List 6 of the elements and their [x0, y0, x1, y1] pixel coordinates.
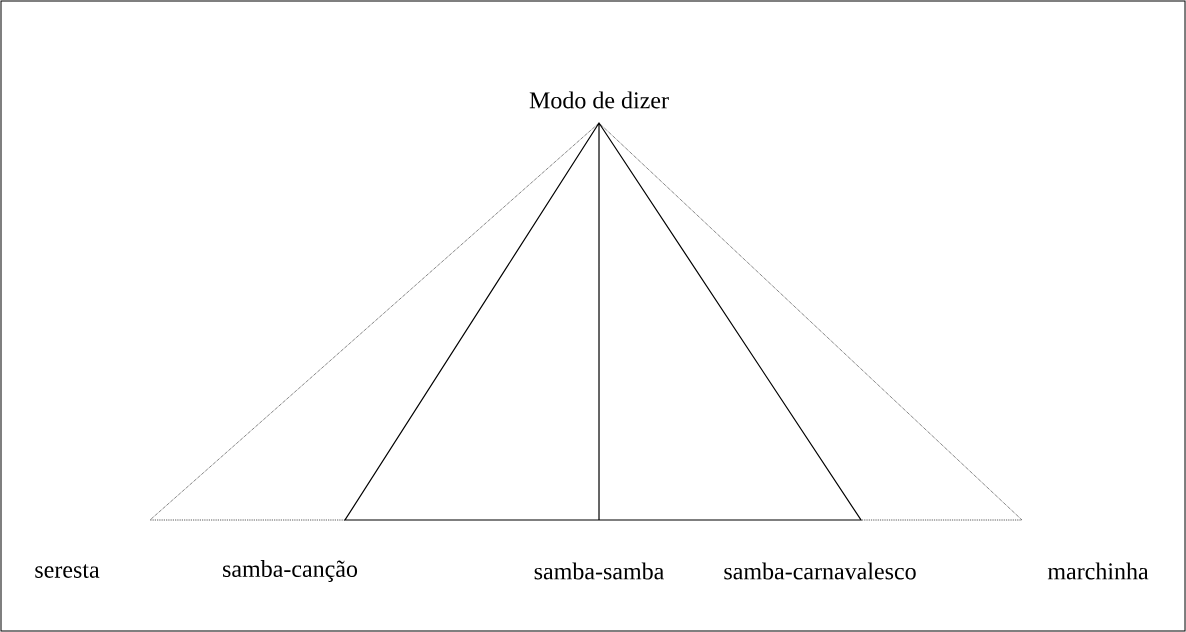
- text-label: Modo de dizer: [529, 91, 669, 109]
- text-label: samba-carnavalesco: [724, 562, 916, 580]
- text-label: samba-canção: [223, 560, 358, 582]
- text-label: marchinha: [1047, 562, 1149, 580]
- text-label: seresta: [35, 564, 100, 578]
- text-label: samba-samba: [534, 562, 664, 580]
